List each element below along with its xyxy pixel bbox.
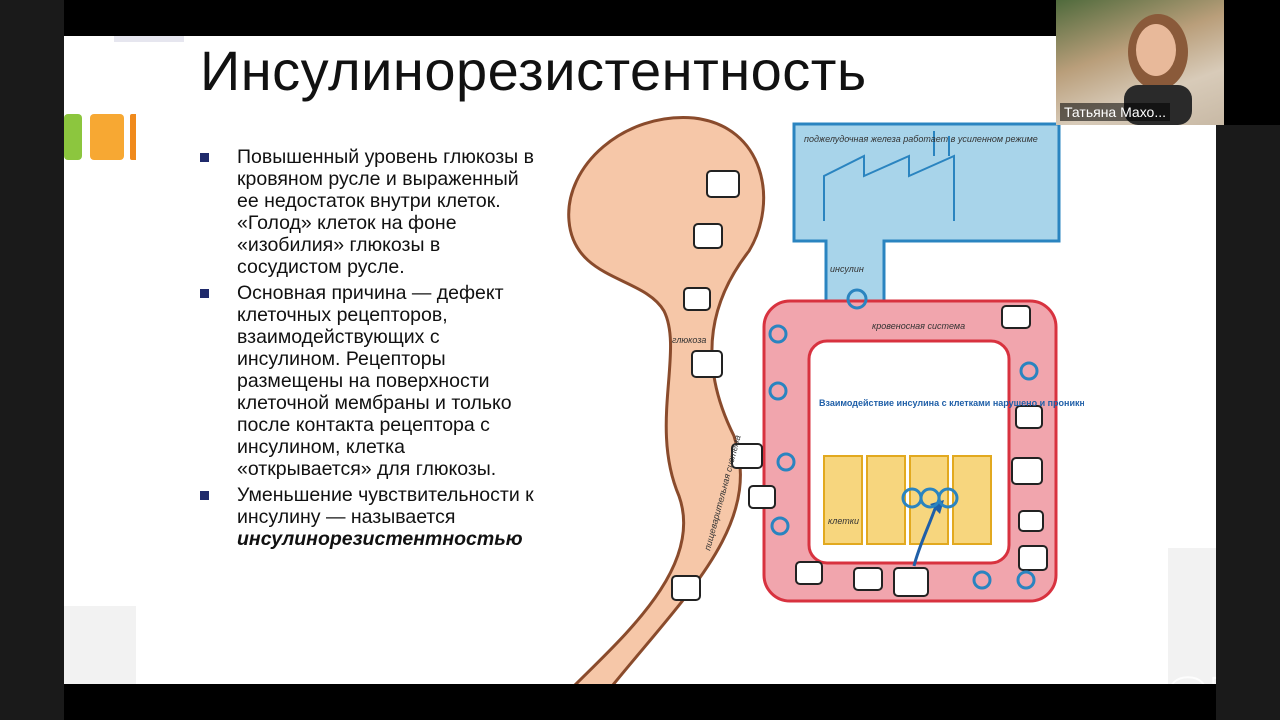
key-icon: [846, 288, 868, 310]
bullet-marker: [200, 289, 209, 298]
bullet-item: Повышенный уровень глюкозы в кровяном ру…: [194, 146, 544, 278]
glucose-arrow: [912, 505, 938, 567]
bullet-emphasis: инсулинорезистентностью: [237, 528, 523, 550]
pancreas-label: поджелудочная железа работает в усиленно…: [804, 134, 1038, 144]
glucose-cube: [1018, 510, 1044, 532]
factory-icon: [823, 131, 955, 221]
avatar-face: [1136, 24, 1176, 76]
bullet-text: Основная причина — дефект клеточных реце…: [237, 282, 512, 480]
cell: [823, 455, 863, 545]
pancreas-shape: [792, 122, 1061, 308]
cells-group: [823, 455, 992, 545]
key-icon: [1016, 570, 1036, 590]
glucose-cube: [748, 485, 776, 509]
participant-name: Татьяна Махо...: [1060, 103, 1170, 121]
cells-label: клетки: [828, 516, 859, 526]
key-icon: [768, 324, 788, 344]
key-icon: [937, 487, 959, 509]
bullet-marker: [200, 153, 209, 162]
interaction-text: Взаимодействие инсулина с клетками наруш…: [819, 398, 1084, 408]
bullet-text: Уменьшение чувствительности к инсулину —…: [237, 484, 534, 528]
glucose-cube: [1015, 405, 1043, 429]
zoom-watermark-logo: zoom: [1089, 653, 1216, 684]
slide-accent-orange: [90, 114, 124, 160]
right-gutter: [1216, 125, 1280, 720]
glucose-cube: [691, 350, 723, 378]
glucose-cube: [1018, 545, 1048, 571]
slide-decoration: [1168, 548, 1216, 684]
slide-title: Инсулинорезистентность: [200, 39, 867, 102]
bullet-text: Повышенный уровень глюкозы в кровяном ру…: [237, 146, 534, 278]
digestive-tract: [567, 116, 766, 684]
cell: [952, 455, 992, 545]
left-gutter: [0, 0, 64, 720]
bullet-list: Повышенный уровень глюкозы в кровяном ру…: [194, 146, 544, 554]
glucose-cube: [683, 287, 711, 311]
cell: [909, 455, 949, 545]
slide-accent-orange-edge: [130, 114, 136, 160]
glucose-cube: [1001, 305, 1031, 329]
glucose-cube: [706, 170, 740, 198]
bullet-item: Основная причина — дефект клеточных реце…: [194, 282, 544, 480]
participant-video-tile[interactable]: Татьяна Махо...: [1056, 0, 1224, 125]
insulin-label: инсулин: [830, 264, 864, 274]
shared-slide: Инсулинорезистентность Повышенный уровен…: [64, 36, 1216, 684]
glucose-cube: [671, 575, 701, 601]
glucose-cube: [1011, 457, 1043, 485]
glucose-cube: [853, 567, 883, 591]
slide-decoration: [114, 36, 184, 42]
key-icon: [768, 381, 788, 401]
glucose-cube: [893, 567, 929, 597]
glucose-label: глюкоза: [672, 335, 706, 345]
blood-system-label: кровеносная система: [872, 321, 965, 331]
key-icon: [776, 452, 796, 472]
glucose-cubes: [671, 170, 1048, 601]
glucose-cube: [731, 443, 763, 469]
slide-decoration: [64, 606, 136, 684]
bullet-item: Уменьшение чувствительности к инсулину —…: [194, 484, 544, 550]
slide-accent-green: [64, 114, 82, 160]
key-icon: [770, 516, 790, 536]
insulin-keys: [768, 288, 1039, 590]
key-icon: [972, 570, 992, 590]
cell: [866, 455, 906, 545]
glucose-cube: [693, 223, 723, 249]
insulin-resistance-illustration: поджелудочная железа работает в усиленно…: [567, 116, 1084, 684]
bullet-marker: [200, 491, 209, 500]
key-icon: [1019, 361, 1039, 381]
glucose-cube: [795, 561, 823, 585]
